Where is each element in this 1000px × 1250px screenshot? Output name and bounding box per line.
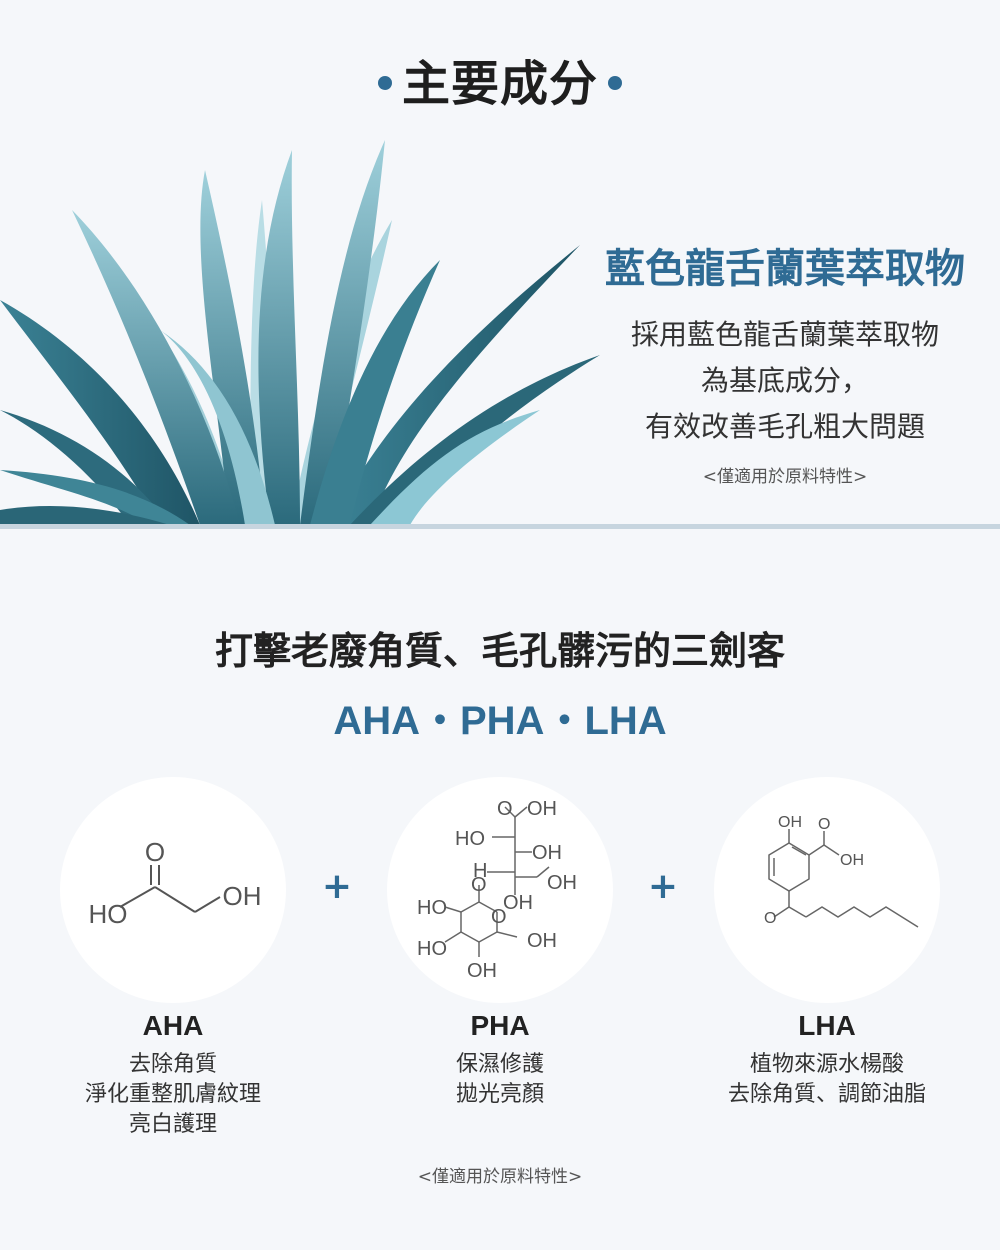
plus-sign: + bbox=[321, 866, 353, 907]
chem-label: OH bbox=[532, 842, 562, 864]
agave-plant-image bbox=[0, 140, 600, 525]
title-bullet-left bbox=[377, 76, 392, 90]
section-title: 主要成分 bbox=[0, 44, 1000, 114]
acid-desc-line: 保濕修護 bbox=[455, 1052, 544, 1077]
chem-label: HO bbox=[455, 828, 485, 850]
acid-description: 去除角質 淨化重整肌膚紋理 亮白護理 bbox=[23, 1050, 323, 1140]
chem-label: O bbox=[764, 910, 776, 927]
lha-molecule-diagram: OH O OH O bbox=[764, 814, 919, 928]
acid-pha: PHA 保濕修護 拋光亮顏 bbox=[350, 1010, 650, 1110]
plus-sign: + bbox=[647, 866, 679, 907]
chem-label: H bbox=[473, 860, 487, 882]
pha-molecule-diagram: O OH HO OH H OH O OH HO O OH HO OH bbox=[417, 798, 577, 982]
chem-label: HO bbox=[89, 899, 128, 929]
combo-note: <僅適用於原料特性> bbox=[417, 1167, 583, 1187]
acid-name: PHA bbox=[470, 1010, 530, 1041]
chem-label: OH bbox=[840, 852, 864, 869]
chem-label: O bbox=[471, 874, 487, 896]
chem-label: OH bbox=[547, 872, 577, 894]
ingredient-name: 藍色龍舌蘭葉萃取物 bbox=[605, 246, 965, 292]
section-title-text: 主要成分 bbox=[401, 56, 598, 112]
ingredient-description: 採用藍色龍舌蘭葉萃取物 為基底成分， 有效改善毛孔粗大問題 bbox=[600, 312, 970, 450]
acid-name: LHA bbox=[798, 1010, 856, 1041]
acid-desc-line: 去除角質 bbox=[128, 1052, 217, 1077]
ingredient-section: 主要成分 bbox=[0, 0, 1000, 525]
chem-label: OH bbox=[527, 930, 557, 952]
lha-structure-circle: OH O OH O bbox=[714, 777, 940, 1003]
acid-name: AHA bbox=[142, 1010, 204, 1041]
chem-label: O bbox=[145, 837, 165, 867]
combo-subtitle: AHA・PHA・LHA bbox=[333, 699, 667, 743]
chem-label: O bbox=[818, 816, 830, 833]
chem-label: HO bbox=[417, 897, 447, 919]
acid-description: 保濕修護 拋光亮顏 bbox=[350, 1050, 650, 1110]
combo-title: 打擊老廢角質、毛孔髒污的三劍客 bbox=[214, 629, 785, 673]
chem-label: OH bbox=[778, 814, 802, 831]
chem-label: OH bbox=[527, 798, 557, 820]
ingredient-note: <僅適用於原料特性> bbox=[702, 467, 868, 487]
chem-label: OH bbox=[503, 892, 533, 914]
acid-desc-line: 植物來源水楊酸 bbox=[749, 1052, 904, 1077]
ingredient-desc-line: 有效改善毛孔粗大問題 bbox=[644, 410, 925, 443]
acid-desc-line: 亮白護理 bbox=[128, 1112, 217, 1137]
agave-leaves bbox=[0, 140, 600, 525]
acid-desc-line: 去除角質、調節油脂 bbox=[727, 1082, 926, 1107]
ingredient-desc-line: 採用藍色龍舌蘭葉萃取物 bbox=[630, 318, 939, 351]
chem-label: HO bbox=[417, 938, 447, 960]
ingredient-desc-line: 為基底成分， bbox=[700, 364, 869, 397]
aha-structure-circle: O HO OH bbox=[60, 777, 286, 1003]
aha-molecule-diagram: O HO OH bbox=[89, 837, 262, 929]
chem-label: O bbox=[491, 906, 507, 928]
title-bullet-right bbox=[608, 76, 622, 90]
chem-label: OH bbox=[467, 960, 497, 982]
chem-label: OH bbox=[223, 881, 262, 911]
pha-structure-circle: O OH HO OH H OH O OH HO O OH HO OH bbox=[387, 777, 613, 1003]
acid-desc-line: 拋光亮顏 bbox=[455, 1082, 544, 1107]
acid-aha: AHA 去除角質 淨化重整肌膚紋理 亮白護理 bbox=[23, 1010, 323, 1140]
chem-label: O bbox=[497, 798, 513, 820]
acid-lha: LHA 植物來源水楊酸 去除角質、調節油脂 bbox=[677, 1010, 977, 1110]
acid-desc-line: 淨化重整肌膚紋理 bbox=[84, 1082, 261, 1107]
acid-description: 植物來源水楊酸 去除角質、調節油脂 bbox=[677, 1050, 977, 1110]
section-divider bbox=[0, 524, 1000, 529]
